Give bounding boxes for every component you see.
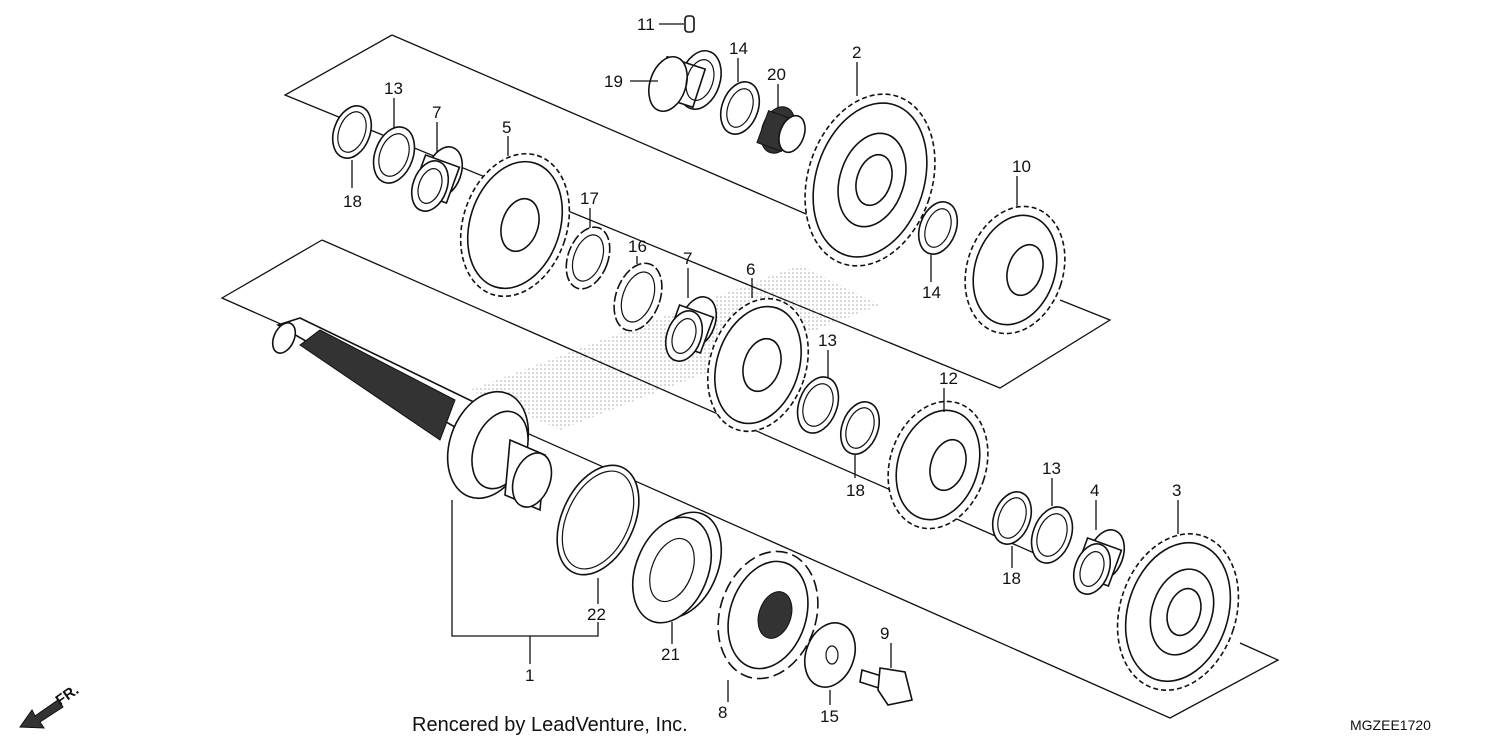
callout-5: 5 [502,118,511,137]
callout-13: 13 [818,331,837,350]
callout-13: 13 [1042,459,1061,478]
callout-22: 22 [587,605,606,624]
callout-12: 9 [880,624,889,643]
circlip-18-middle [839,401,881,455]
bushing-7-upper [410,146,464,212]
washer-15 [803,622,857,688]
bushing-7-middle [664,296,718,362]
callout-19: 19 [604,72,623,91]
callout-4: 4 [1090,481,1099,500]
callout-14: 14 [729,39,748,58]
callout-17: 17 [580,189,599,208]
oil-seal-21 [631,511,723,624]
callout-14: 14 [922,283,941,302]
lower-shaft-frame [220,239,1280,719]
callout-3: 3 [1172,481,1181,500]
callout-10: 8 [718,703,727,722]
credit-text: Rencered by LeadVenture, Inc. [412,714,688,736]
washer-14-lower [917,201,959,255]
bushing-4 [1072,529,1126,595]
bearing-19 [648,50,722,113]
washer-14-upper [719,81,761,135]
gear-2 [804,93,936,267]
callout-18: 18 [846,481,865,500]
mainshaft-1 [271,317,553,512]
needle-bearing-20 [756,106,806,154]
callout-11: 11 [637,15,655,34]
callout-16: 16 [628,237,647,256]
callouts: 18 13 7 5 17 16 7 6 19 11 14 20 2 14 10 … [343,15,1181,726]
washer-13-middle [796,376,840,434]
diagram-code: MGZEE1720 [1350,717,1431,733]
upper-shaft-frame [283,34,1112,389]
callout-21: 21 [661,645,680,664]
circlip-18-lower [991,491,1033,545]
circlip-18-upper [331,105,373,159]
gear-8 [964,205,1066,335]
callout-6: 6 [746,260,755,279]
callout-2: 2 [852,43,861,62]
gear-6 [706,297,810,433]
callout-13: 13 [384,79,403,98]
front-arrow: FR. [19,681,82,729]
callout-8: 10 [1012,157,1031,176]
callout-18: 18 [343,192,362,211]
callout-7: 7 [683,249,692,268]
callout-18: 18 [1002,569,1021,588]
washer-13-lower [1030,506,1074,564]
gear-3 [1116,533,1240,691]
pin-11 [684,15,695,33]
callout-20: 20 [767,65,786,84]
gear-9 [887,400,989,530]
callout-1: 1 [525,666,534,685]
callout-15: 15 [820,707,839,726]
leader-lines [351,23,1179,705]
bolt-12 [859,667,913,706]
washer-13-upper [372,126,416,184]
lock-washer-17 [565,226,611,290]
callout-7: 7 [432,103,441,122]
o-ring-22 [556,464,640,576]
gear-5 [459,152,571,298]
sprocket-10 [717,550,819,680]
callout-9: 12 [939,369,958,388]
splined-washer-16 [613,262,663,332]
